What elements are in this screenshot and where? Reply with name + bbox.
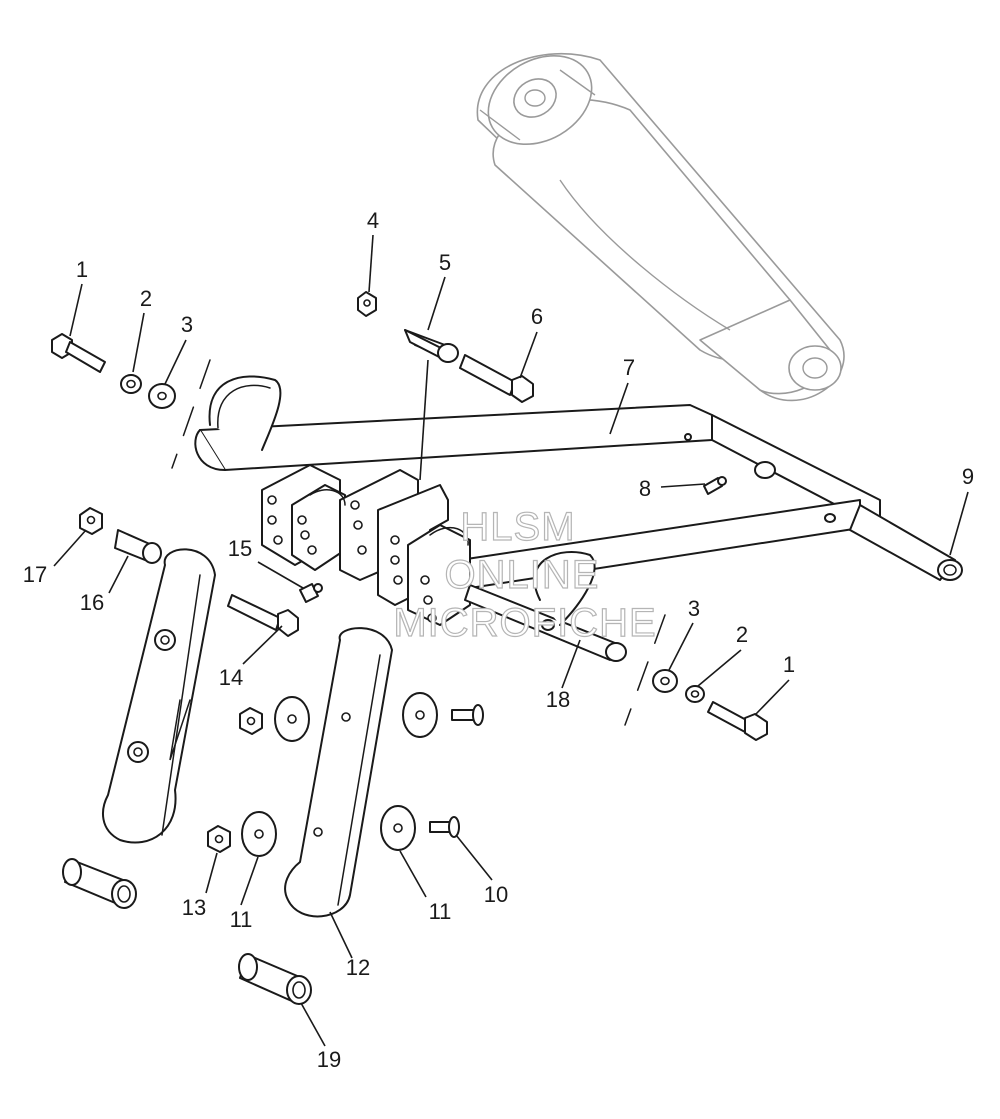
- callout-13: 13: [182, 895, 206, 920]
- washer-11-left: [241, 811, 277, 857]
- nut-17: [79, 507, 103, 535]
- callout-16: 16: [80, 590, 104, 615]
- callout-8: 8: [639, 476, 651, 501]
- callout-5: 5: [439, 250, 451, 275]
- callout-11-left: 11: [230, 907, 253, 932]
- bushing-5: [404, 329, 459, 363]
- bolt-14: [227, 594, 299, 637]
- washer-3-right: [652, 669, 678, 693]
- bolt-1-right: [707, 701, 768, 741]
- bolt-6: [459, 354, 534, 403]
- callout-10: 10: [484, 882, 508, 907]
- right-tube: [849, 504, 963, 581]
- callout-15: 15: [228, 536, 252, 561]
- callout-12: 12: [346, 955, 370, 980]
- watermark: HLSM ONLINE MICROFICHE: [393, 504, 657, 645]
- bushing-16: [114, 529, 162, 564]
- callout-9: 9: [962, 464, 974, 489]
- axle-shaft: [464, 551, 627, 662]
- nut-upper: [239, 707, 263, 735]
- callout-leaders: [53, 234, 969, 1047]
- nut-13: [207, 825, 231, 853]
- callout-1-left: 1: [76, 257, 88, 282]
- callout-3-left: 3: [181, 312, 193, 337]
- bushing-19: [238, 953, 312, 1005]
- bushing-left-lower: [62, 858, 137, 909]
- callout-19: 19: [317, 1047, 341, 1072]
- washer-upper-right: [402, 692, 438, 738]
- bolt-1-left: [51, 333, 106, 373]
- bolt-10: [429, 816, 460, 838]
- callout-2-right: 2: [736, 622, 748, 647]
- washer-2-left: [120, 374, 142, 394]
- callout-6: 6: [531, 304, 543, 329]
- right-link-arm-12: [284, 627, 393, 918]
- callout-1-right: 1: [783, 652, 795, 677]
- watermark-line-1: HLSM: [460, 505, 575, 549]
- grease-fitting-15: [299, 583, 323, 603]
- callout-18: 18: [546, 687, 570, 712]
- bolt-upper: [451, 704, 484, 726]
- washer-2-right: [685, 685, 705, 703]
- callout-labels: 1 2 3 4 5 6 7 8 9 3 2 1 10 11 11 12 13 1…: [23, 208, 974, 1072]
- nut-4: [357, 291, 377, 317]
- callout-17: 17: [23, 562, 47, 587]
- watermark-line-2: ONLINE: [445, 553, 600, 597]
- washer-3-left: [148, 383, 176, 409]
- left-link-arm: [102, 548, 216, 844]
- washer-11-right: [380, 805, 416, 851]
- center-brackets: [261, 464, 471, 626]
- callout-3-right: 3: [688, 596, 700, 621]
- grease-fitting-8: [703, 476, 727, 495]
- callout-4: 4: [367, 208, 379, 233]
- washer-upper-left: [274, 696, 310, 742]
- callout-14: 14: [219, 665, 243, 690]
- callout-11-right: 11: [429, 899, 452, 924]
- callout-7: 7: [623, 355, 635, 380]
- watermark-line-3: MICROFICHE: [393, 601, 656, 645]
- shock-absorber-ghost: [476, 52, 845, 402]
- callout-2-left: 2: [140, 286, 152, 311]
